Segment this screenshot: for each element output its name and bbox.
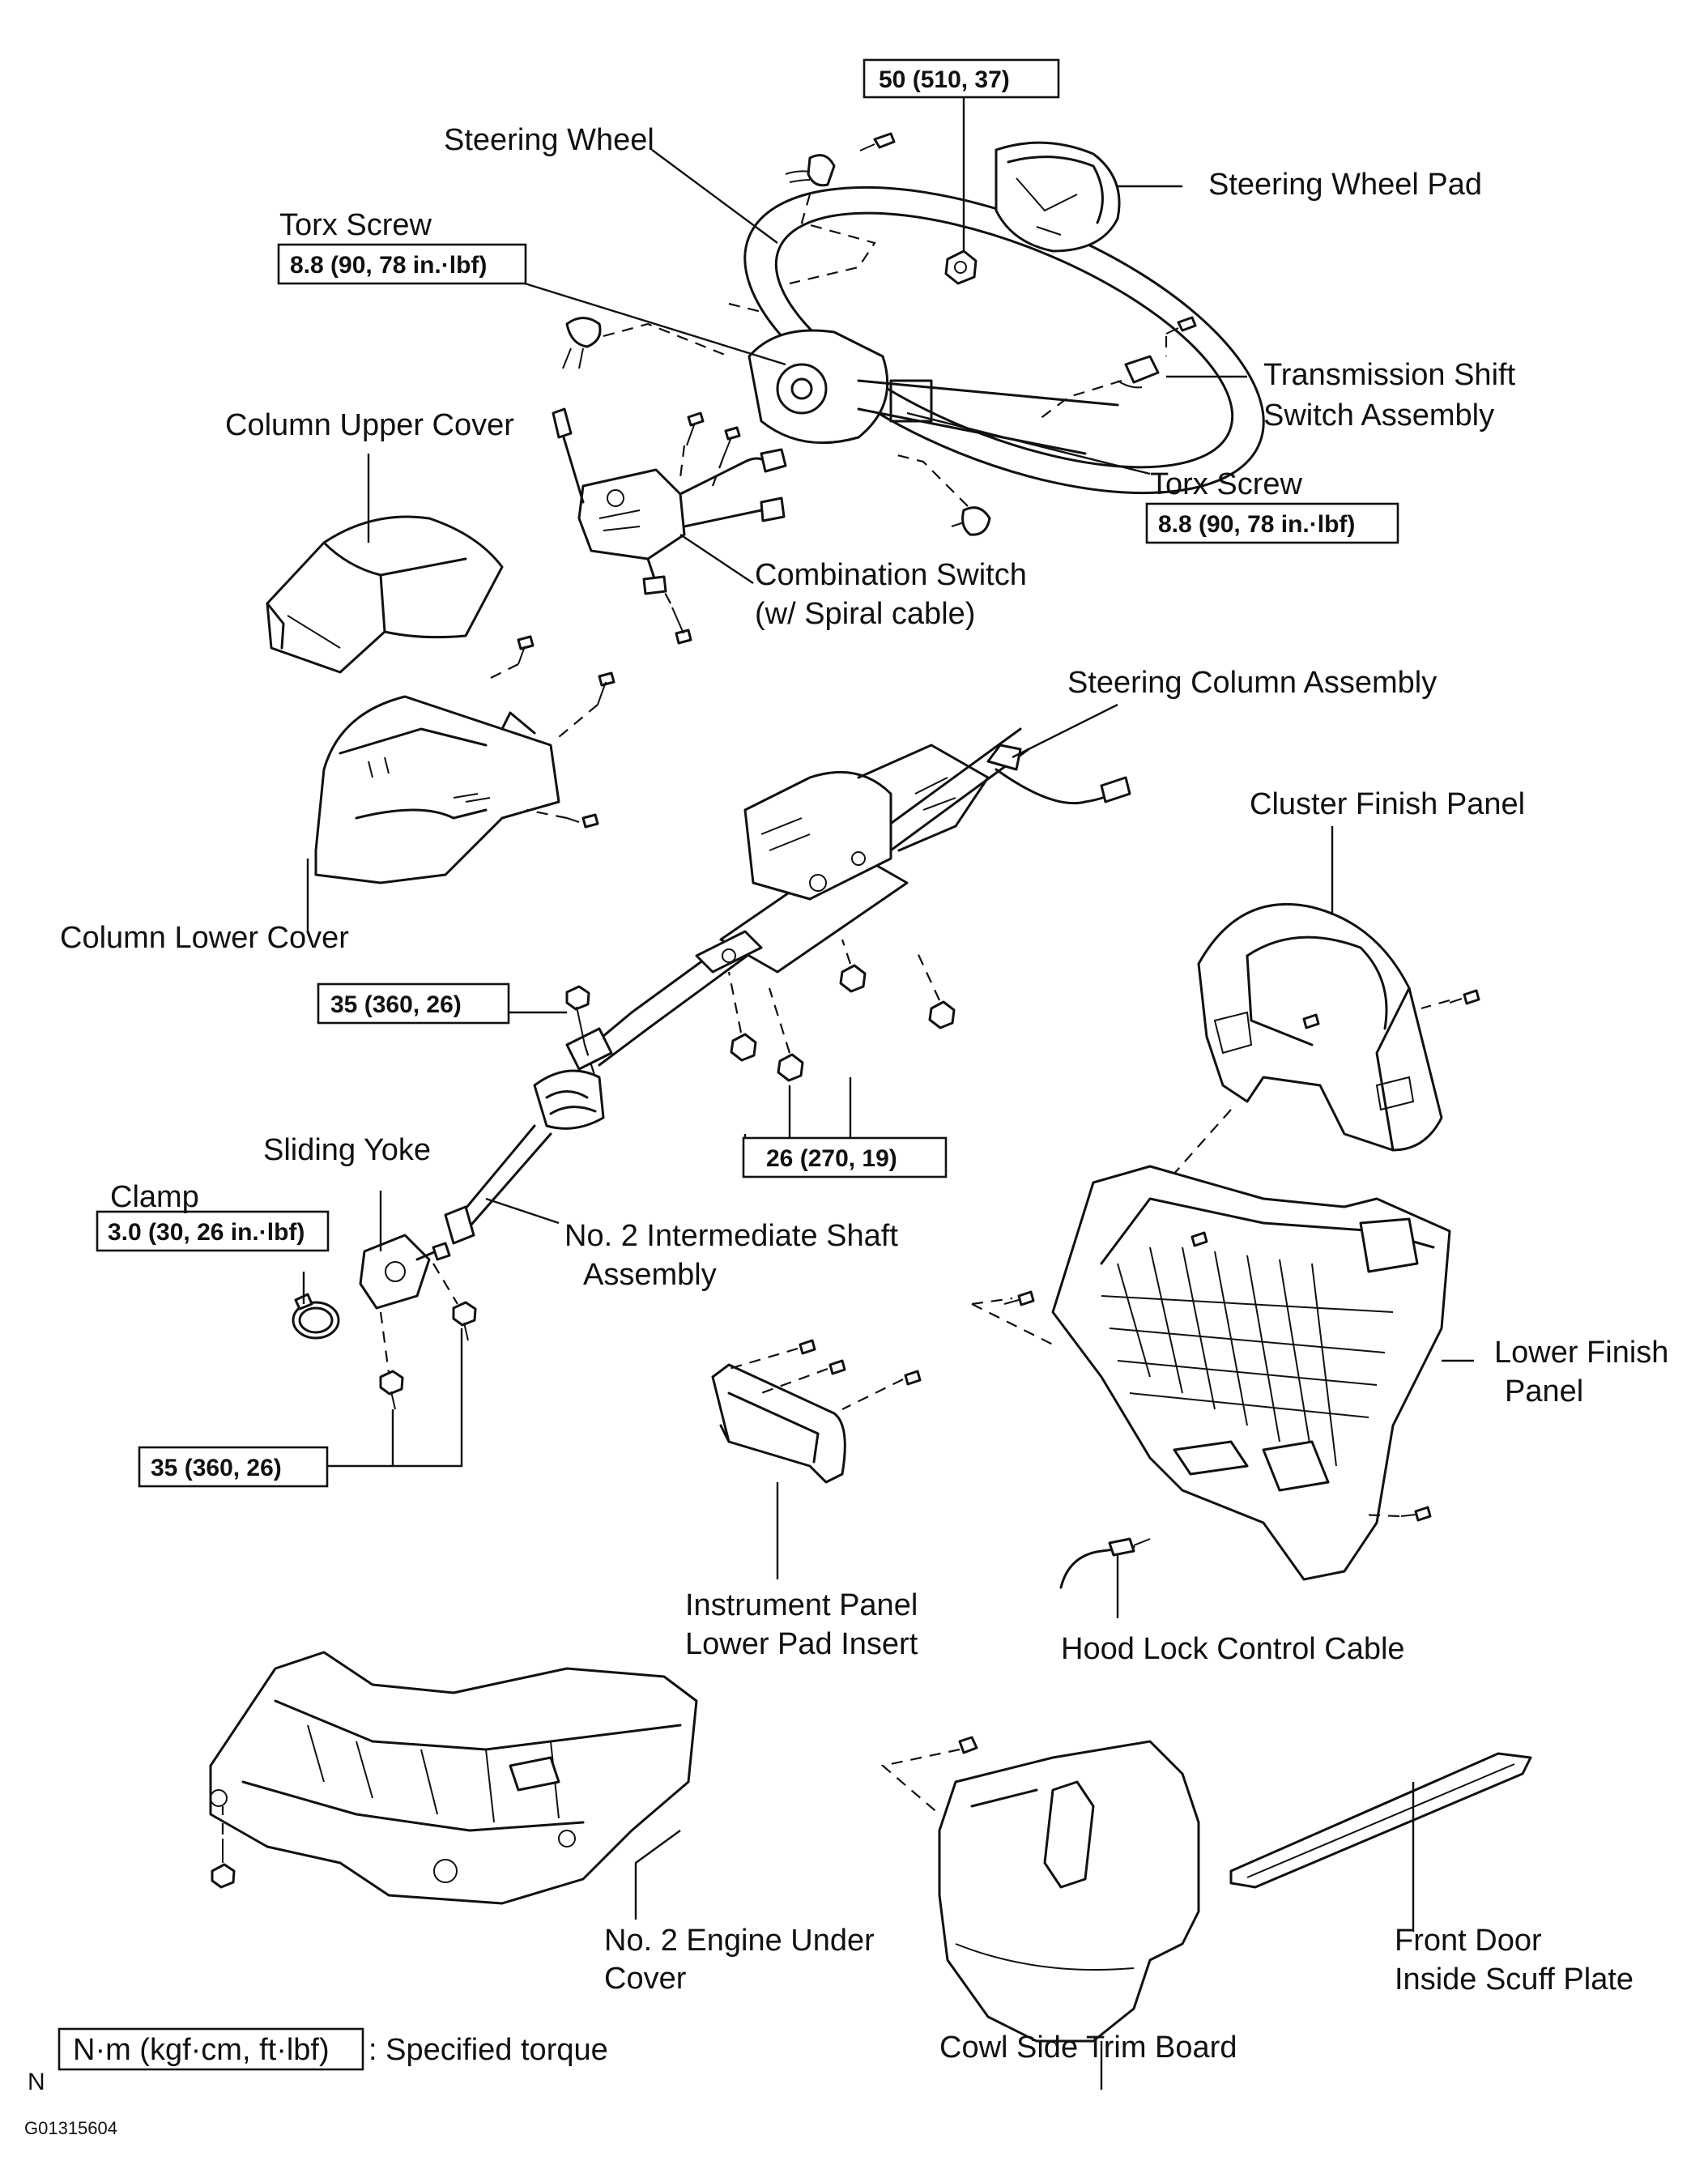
combination-switch-screws [671,411,741,645]
steering-wheel-drawing [743,185,1265,495]
legend-description: : Specified torque [368,2033,608,2067]
label-lower-finish-panel-1: Lower Finish [1494,1336,1668,1370]
lower-finish-panel-screws [1003,1231,1432,1522]
legend-unit: N·m (kgf·cm, ft·lbf) [73,2033,330,2067]
hood-lock-cable-drawing [1059,1537,1151,1589]
label-instrument-panel-1: Instrument Panel [685,1588,918,1622]
left-clip-drawing [562,317,602,369]
lower-cover-screws [566,671,615,829]
north-mark: N [28,2069,45,2095]
column-nuts [730,964,956,1082]
label-column-upper-cover: Column Upper Cover [225,408,514,442]
torque-box-nut-top: 50 (510, 37) [863,58,1060,99]
label-hood-lock-cable: Hood Lock Control Cable [1061,1632,1405,1666]
label-front-door-scuff-2: Inside Scuff Plate [1395,1963,1633,1997]
top-nut-drawing [944,249,978,285]
column-upper-cover-drawing [266,515,504,674]
torque-box-nut-26: 26 (270, 19) [742,1136,948,1178]
svg-text:50 (510, 37): 50 (510, 37) [879,66,1010,93]
label-instrument-panel-2: Lower Pad Insert [685,1627,918,1661]
svg-text:35 (360, 26): 35 (360, 26) [151,1455,282,1481]
lower-right-clip-drawing [951,506,991,536]
engine-under-cover-drawing [209,1651,698,1905]
front-door-scuff-plate-drawing [1229,1752,1532,1889]
upper-bolt-drawing [565,985,590,1046]
sliding-yoke-drawing [359,1234,451,1310]
cluster-finish-panel-drawing [1197,902,1443,1152]
label-steering-wheel: Steering Wheel [444,123,654,157]
svg-text:8.8 (90, 78 in.·lbf): 8.8 (90, 78 in.·lbf) [1158,511,1355,538]
label-engine-under-cover-2: Cover [604,1962,687,1996]
cowl-side-trim-drawing [938,1740,1200,2043]
lower-finish-panel-drawing [1051,1165,1451,1581]
cluster-panel-screws [1302,989,1480,1029]
label-steering-wheel-pad: Steering Wheel Pad [1208,168,1482,202]
steering-wheel-pad-drawing [995,141,1121,253]
column-lower-cover-drawing [314,695,560,884]
combination-switch-drawing [552,407,787,595]
label-sliding-yoke: Sliding Yoke [263,1133,431,1167]
torque-box-bolt-35-upper: 35 (360, 26) [317,982,510,1025]
clamp-drawing [292,1293,340,1340]
torque-box-clamp: 3.0 (30, 26 in.·lbf) [96,1210,330,1252]
svg-text:3.0 (30, 26 in.·lbf): 3.0 (30, 26 in.·lbf) [108,1219,305,1246]
label-cluster-finish-panel: Cluster Finish Panel [1250,787,1525,821]
label-steering-column-assembly: Steering Column Assembly [1067,666,1437,700]
label-combination-switch-1: Combination Switch [755,558,1027,592]
torque-box-torx-left: 8.8 (90, 78 in.·lbf) [277,243,527,285]
label-cowl-side-trim: Cowl Side Trim Board [939,2031,1237,2065]
label-intermediate-shaft-1: No. 2 Intermediate Shaft [564,1219,898,1253]
insert-screws [799,1339,922,1386]
label-engine-under-cover-1: No. 2 Engine Under [604,1924,875,1958]
label-torx-screw-right: Torx Screw [1150,467,1302,501]
svg-text:8.8 (90, 78 in.·lbf): 8.8 (90, 78 in.·lbf) [290,252,487,279]
lower-bolts-drawing [379,1301,477,1410]
under-cover-bolt [211,1839,236,1889]
top-connector-drawing [785,132,896,187]
label-front-door-scuff-1: Front Door [1395,1924,1542,1958]
figure-code: G01315604 [24,2118,117,2138]
label-torx-screw-left: Torx Screw [279,208,432,242]
cowl-clip [958,1736,978,1754]
svg-text:35 (360, 26): 35 (360, 26) [330,991,462,1018]
torque-legend: N·m (kgf·cm, ft·lbf) : Specified torque [58,2027,608,2071]
label-transmission-shift-2: Switch Assembly [1263,398,1494,433]
instrument-panel-insert-drawing [711,1363,846,1484]
label-transmission-shift-1: Transmission Shift [1263,358,1516,392]
upper-cover-screw [517,635,535,665]
label-lower-finish-panel-2: Panel [1505,1374,1583,1408]
label-clamp: Clamp [110,1180,199,1214]
transmission-shift-switch-drawing [1117,316,1197,389]
part-labels: Steering Wheel Steering Wheel Pad Torx S… [60,123,1668,2065]
label-combination-switch-2: (w/ Spiral cable) [755,597,975,631]
label-intermediate-shaft-2: Assembly [583,1258,717,1292]
svg-text:26 (270, 19): 26 (270, 19) [766,1145,897,1172]
steering-column-drawing [565,727,1131,1071]
label-column-lower-cover: Column Lower Cover [60,921,349,955]
torque-box-torx-right: 8.8 (90, 78 in.·lbf) [1145,502,1399,544]
torque-box-bolt-35-lower: 35 (360, 26) [138,1446,329,1488]
intermediate-shaft-drawing [444,1069,605,1245]
